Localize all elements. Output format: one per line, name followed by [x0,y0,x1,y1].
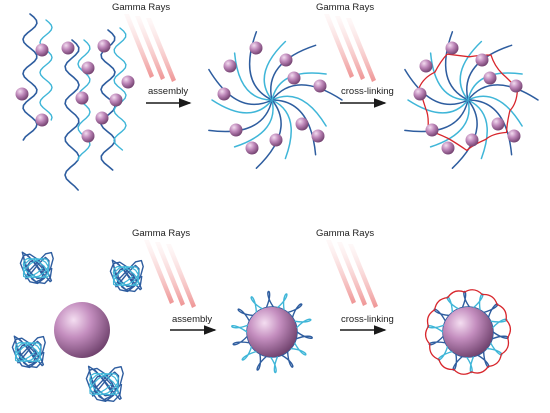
drug-sphere [36,114,49,127]
cross-linking-label-top: cross-linking [341,86,394,97]
crosslinked-nanoparticle-core [443,307,493,357]
micelle-arm [272,100,291,159]
polymer-loop [232,325,248,332]
micelle-drug-sphere [250,42,263,55]
gamma-rays-label-bottom-1: Gamma Rays [132,228,190,239]
crosslinked-micelle-drug-sphere [508,130,521,143]
drug-sphere [110,94,123,107]
gamma-rays-label-bottom-2: Gamma Rays [316,228,374,239]
polymer-loop [428,325,444,332]
polymer-loop [462,291,469,307]
micelle-arm [272,85,342,100]
crosslinked-micelle-drug-sphere [476,54,489,67]
polymer-loop [233,336,249,345]
crosslinked-micelle-drug-sphere [426,124,439,137]
polymer-loop [295,319,311,328]
micelle-arm [235,53,272,100]
crosslinked-micelle-drug-sphere [492,118,505,131]
crosslinked-micelle-drug-sphere [446,42,459,55]
polymer-loop [296,332,312,339]
micelle-drug-sphere [280,54,293,67]
polymer-chain [40,20,52,120]
gamma-rays-bottom-1 [144,240,196,308]
drug-sphere [122,76,135,89]
micelle-arm [468,100,487,159]
crosslinked-micelle-drug-sphere [484,72,497,85]
crosslinked-micelle-drug-sphere [466,134,479,147]
gamma-rays-bottom-2 [326,240,378,308]
drug-sphere [62,42,75,55]
polymer-loop [467,356,474,372]
micelle-arm [468,85,538,100]
polymer-loop [266,291,273,307]
crosslinked-micelle-drug-sphere [414,88,427,101]
drug-sphere [98,40,111,53]
polymer-loop [491,319,507,328]
micelle-arm [446,32,468,100]
micelle-drug-sphere [288,72,301,85]
crosslinked-micelle-drug-sphere [420,60,433,73]
assembly-label-bottom: assembly [172,314,212,325]
drug-sphere [16,88,29,101]
nanoparticle-core [54,302,110,358]
micelle-arm [272,100,316,155]
micelle-arm [468,100,512,155]
coated-nanoparticle-core [247,307,297,357]
polymer-chain [65,40,79,190]
polymer-chain [114,28,126,150]
micelle-drug-sphere [224,60,237,73]
cross-linking-label-bottom: cross-linking [341,314,394,325]
micelle-drug-sphere [312,130,325,143]
gamma-rays-label-top-1: Gamma Rays [112,2,170,13]
gamma-rays-label-top-2: Gamma Rays [316,2,374,13]
polymer-loop [492,332,508,339]
polymer-loop [429,336,445,345]
crosslinked-micelle-drug-sphere [510,80,523,93]
micelle-arm [235,100,273,147]
polymer-chain [23,14,37,140]
drug-sphere [82,130,95,143]
micelle-drug-sphere [296,118,309,131]
crosslinked-micelle-drug-sphere [442,142,455,155]
drug-sphere [82,62,95,75]
gamma-rays-top-1 [124,14,176,82]
drug-sphere [96,112,109,125]
micelle-drug-sphere [218,88,231,101]
micelle-drug-sphere [270,134,283,147]
micelle-arm [250,32,272,100]
assembly-label-top: assembly [148,86,188,97]
drug-sphere [76,92,89,105]
micelle-drug-sphere [246,142,259,155]
micelle-drug-sphere [314,80,327,93]
gamma-rays-top-2 [324,14,376,82]
micelle-arm [431,53,468,100]
polymer-loop [271,356,278,372]
drug-sphere [36,44,49,57]
micelle-drug-sphere [230,124,243,137]
